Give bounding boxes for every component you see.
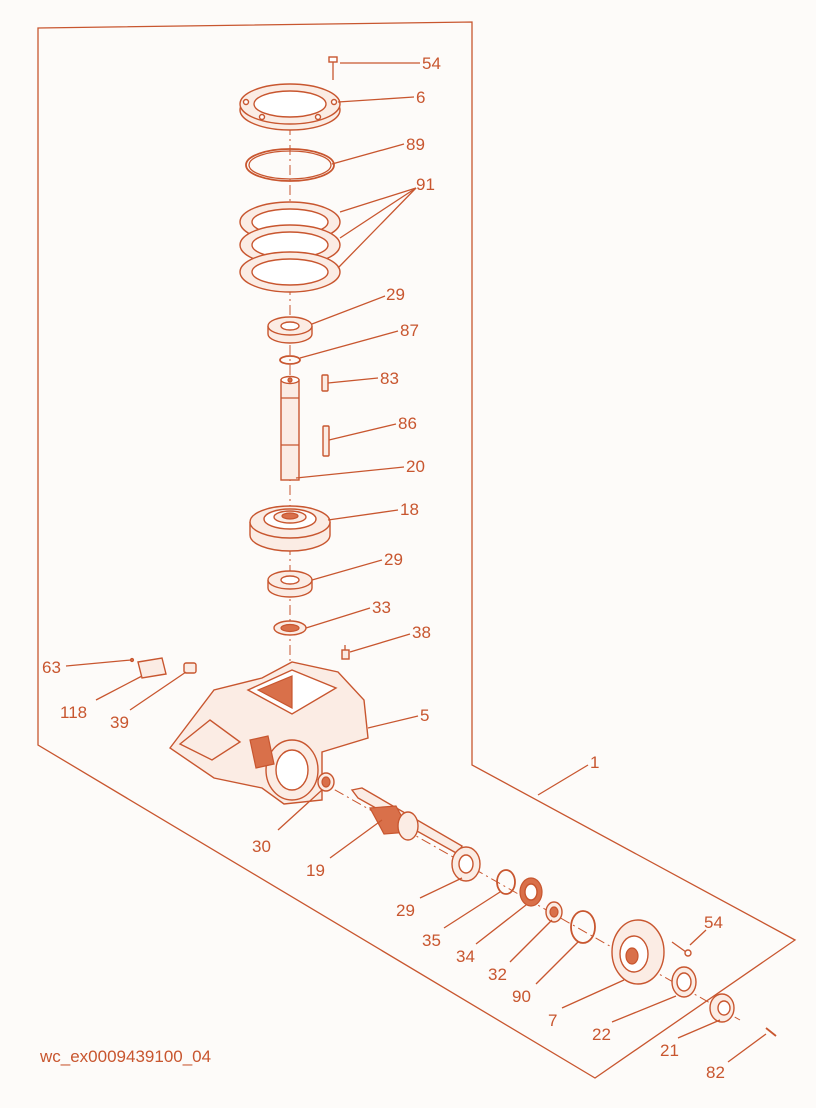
part-118-plate (137, 657, 167, 679)
leader-lines (65, 62, 767, 1063)
label-54-bottom: 54 (704, 913, 723, 932)
label-87: 87 (400, 321, 419, 340)
label-118: 118 (60, 703, 87, 722)
part-20-shaft (280, 375, 300, 481)
part-83-key (321, 374, 329, 392)
label-30: 30 (252, 837, 271, 856)
part-89-o-ring (245, 148, 335, 182)
part-6-cover-flange (239, 83, 341, 131)
part-29-middle-bearing (267, 570, 313, 598)
label-20: 20 (406, 457, 425, 476)
part-32-washer (545, 901, 563, 923)
label-39: 39 (110, 713, 129, 732)
label-63: 63 (42, 658, 61, 677)
part-18-worm-wheel (249, 505, 331, 552)
label-34: 34 (456, 947, 475, 966)
part-29-lower-bearing (451, 846, 481, 882)
label-89: 89 (406, 135, 425, 154)
label-7: 7 (548, 1011, 557, 1030)
part-86-long-key (322, 425, 330, 457)
label-29-c: 29 (396, 901, 415, 920)
label-21: 21 (660, 1041, 679, 1060)
part-5-gearbox-housing (168, 661, 369, 805)
label-35: 35 (422, 931, 441, 950)
part-39-plug (183, 662, 197, 674)
label-83: 83 (380, 369, 399, 388)
label-38: 38 (412, 623, 431, 642)
label-6: 6 (416, 88, 425, 107)
part-54-bottom-bolt (671, 941, 692, 957)
label-5: 5 (420, 706, 429, 725)
label-18: 18 (400, 500, 419, 519)
label-82: 82 (706, 1063, 725, 1082)
part-33-seal (273, 620, 307, 636)
part-91-shims (239, 201, 341, 293)
part-54-top-bolt (328, 56, 338, 80)
label-86: 86 (398, 414, 417, 433)
label-90: 90 (512, 987, 531, 1006)
label-54-top: 54 (422, 54, 441, 73)
label-29-b: 29 (384, 550, 403, 569)
assembly-boundary-frame (37, 21, 797, 1079)
label-32: 32 (488, 965, 507, 984)
part-19-worm-shaft (350, 787, 463, 855)
label-19: 19 (306, 861, 325, 880)
part-21-end-cap (709, 993, 735, 1023)
part-30-bushing (317, 772, 335, 792)
part-7-bearing-flange (611, 919, 665, 985)
part-38-breather (341, 645, 350, 660)
drawing-id: wc_ex0009439100_04 (39, 1047, 211, 1066)
part-82-pin (765, 1027, 777, 1037)
part-90-o-ring (570, 910, 596, 944)
part-87-circlip (279, 355, 301, 365)
part-29-upper-bearing (267, 316, 313, 344)
label-29-a: 29 (386, 285, 405, 304)
part-35-ring (496, 869, 516, 895)
callout-labels: 54 6 89 91 29 87 83 86 20 18 29 33 38 63… (42, 54, 725, 1082)
part-22-cap-ring (671, 966, 697, 998)
label-91: 91 (416, 175, 435, 194)
label-22: 22 (592, 1025, 611, 1044)
label-33: 33 (372, 598, 391, 617)
part-34-seal (519, 877, 543, 907)
label-1: 1 (590, 753, 599, 772)
